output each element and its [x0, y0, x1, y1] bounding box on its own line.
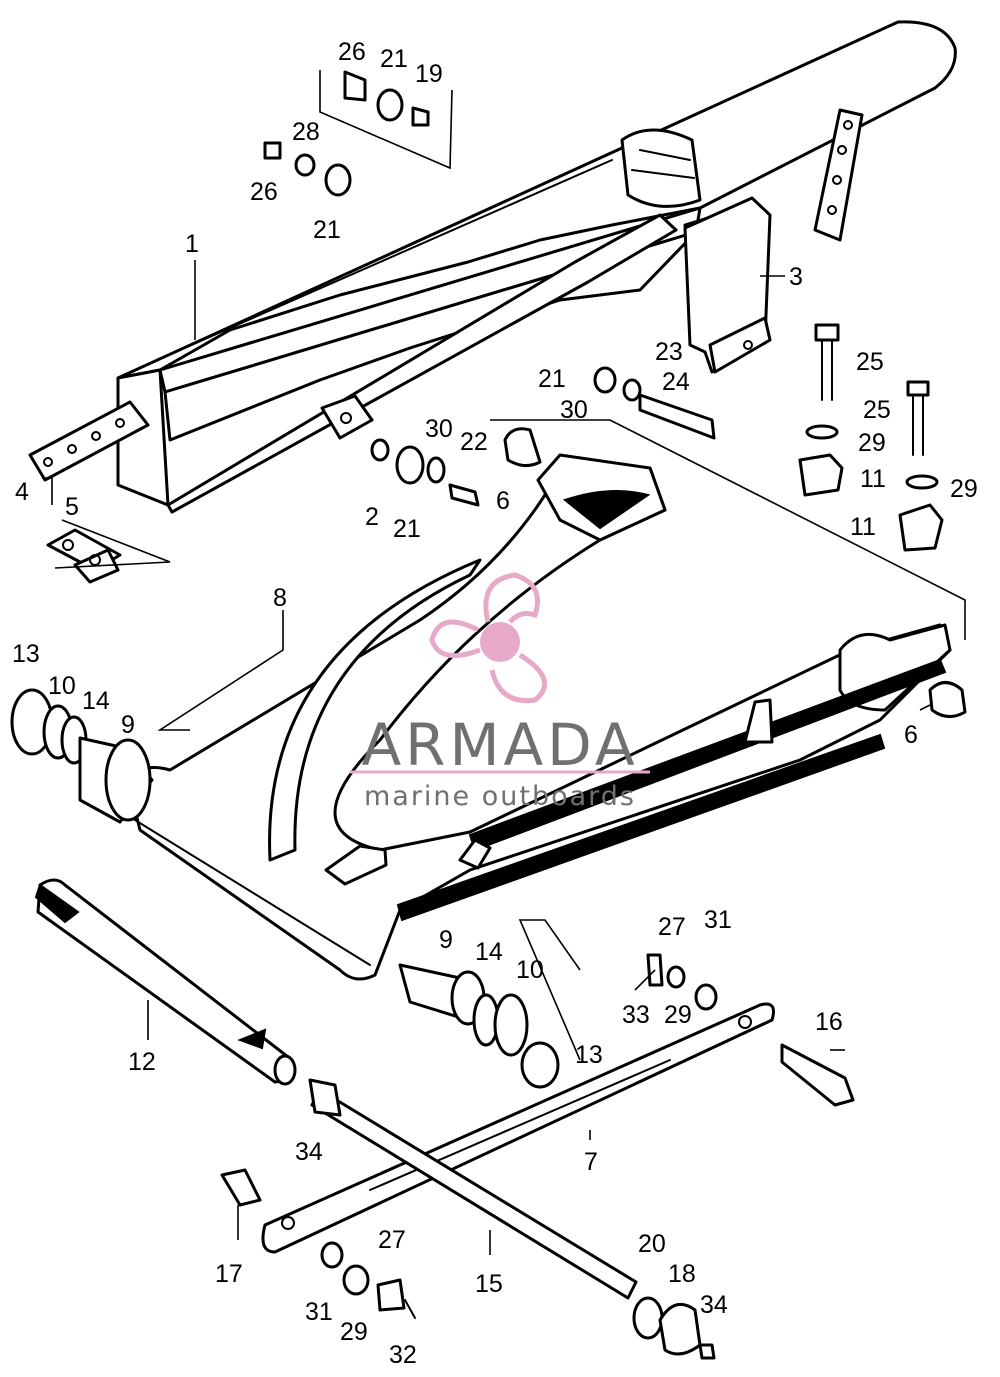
callout-label: 7 — [584, 1148, 598, 1176]
rear-axle-part — [308, 1078, 638, 1300]
propeller-logo-icon — [429, 572, 547, 704]
callout-label: 21 — [538, 365, 566, 393]
callout-labels: 1 2 3 4 5 6 6 7 8 9 9 10 10 11 11 12 13 … — [12, 38, 978, 1369]
callout-label: 31 — [305, 1298, 333, 1326]
pivot-tube-part — [34, 878, 297, 1086]
callout-label: 26 — [338, 38, 366, 66]
callout-label: 27 — [658, 913, 686, 941]
callout-label: 5 — [65, 493, 79, 521]
callout-label: 11 — [860, 465, 886, 493]
drive-chain-part — [28, 108, 864, 482]
watermark-brand: ARMADA — [361, 711, 638, 779]
callout-label: 26 — [250, 178, 278, 206]
callout-label: 13 — [12, 640, 40, 668]
callout-label: 8 — [273, 584, 287, 612]
pivot-bushings-part — [10, 688, 560, 1089]
callout-label: 2 — [365, 503, 379, 531]
callout-label: 21 — [380, 45, 408, 73]
callout-label: 29 — [340, 1318, 368, 1346]
swing-arm-part — [128, 453, 952, 981]
callout-label: 24 — [662, 368, 690, 396]
callout-label: 34 — [700, 1291, 728, 1319]
armada-watermark: ARMADA marine outboards — [350, 572, 650, 812]
callout-label: 13 — [575, 1041, 603, 1069]
callout-label: 28 — [292, 118, 320, 146]
callout-label: 34 — [295, 1138, 323, 1166]
callout-label: 3 — [789, 263, 803, 291]
chain-case-part — [116, 20, 957, 514]
callout-label: 25 — [856, 348, 884, 376]
callout-label: 17 — [215, 1260, 243, 1288]
callout-label: 15 — [475, 1270, 503, 1298]
callout-label: 21 — [313, 216, 341, 244]
callout-label: 1 — [185, 230, 199, 258]
callout-label: 6 — [496, 487, 510, 515]
callout-label: 30 — [560, 396, 588, 424]
callout-label: 29 — [950, 475, 978, 503]
callout-label: 32 — [389, 1341, 417, 1369]
callout-label: 30 — [425, 415, 453, 443]
callout-label: 31 — [704, 906, 732, 934]
callout-label: 9 — [121, 711, 135, 739]
callout-label: 6 — [904, 721, 918, 749]
callout-label: 23 — [655, 338, 683, 366]
callout-label: 21 — [393, 515, 421, 543]
callout-label: 29 — [858, 429, 886, 457]
callout-label: 19 — [415, 60, 443, 88]
callout-label: 18 — [668, 1260, 696, 1288]
callout-label: 27 — [378, 1226, 406, 1254]
callout-label: 20 — [638, 1230, 666, 1258]
callout-label: 16 — [815, 1008, 843, 1036]
leader-lines — [42, 70, 966, 1255]
callout-label: 12 — [128, 1048, 156, 1076]
callout-label: 10 — [516, 956, 544, 984]
callout-label: 25 — [863, 396, 891, 424]
callout-label: 11 — [850, 513, 876, 541]
callout-label: 33 — [622, 1001, 650, 1029]
callout-label: 29 — [664, 1001, 692, 1029]
chain-slider-part — [683, 196, 772, 374]
callout-label: 22 — [460, 428, 488, 456]
watermark-tagline: marine outboards — [364, 781, 636, 812]
callout-label: 9 — [439, 926, 453, 954]
callout-label: 14 — [475, 938, 503, 966]
callout-label: 10 — [48, 672, 76, 700]
callout-label: 14 — [82, 687, 110, 715]
callout-label: 4 — [15, 478, 29, 506]
